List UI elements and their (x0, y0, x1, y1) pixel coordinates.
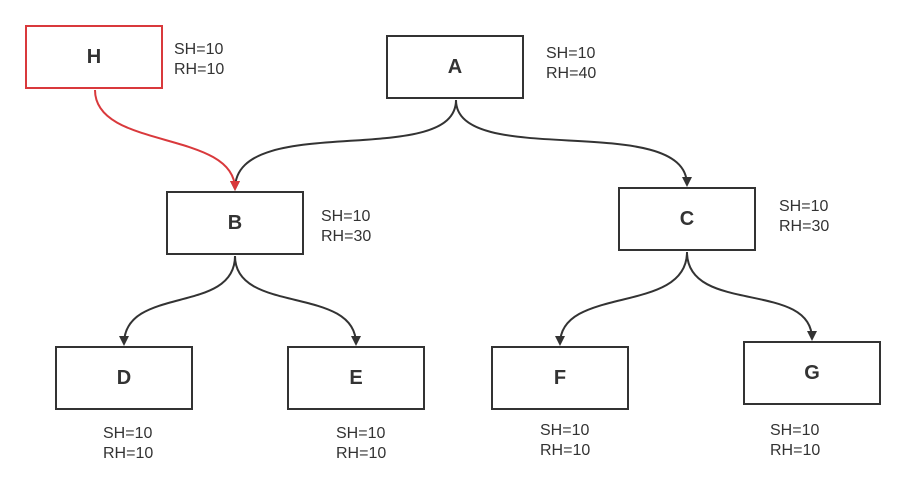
node-f: F (491, 346, 629, 410)
edge-a-to-c (455, 99, 692, 187)
node-a: A (386, 35, 524, 99)
node-g-rh: RH=10 (770, 442, 821, 459)
node-g-label: G (804, 361, 820, 384)
node-e: E (287, 346, 425, 410)
edge-a-to-b (230, 99, 457, 191)
node-g-sh: SH=10 (770, 422, 820, 439)
node-b: B (166, 191, 304, 255)
node-g-metrics: SH=10 RH=10 (770, 421, 820, 461)
node-c: C (618, 187, 756, 251)
node-a-sh: SH=10 (546, 45, 596, 62)
node-f-sh: SH=10 (540, 422, 590, 439)
node-h-metrics: SH=10 RH=10 (174, 40, 224, 80)
node-h: H (25, 25, 163, 89)
node-c-sh: SH=10 (779, 198, 829, 215)
node-a-label: A (447, 55, 463, 78)
node-c-rh: RH=30 (779, 218, 830, 235)
node-e-metrics: SH=10 RH=10 (336, 424, 386, 464)
node-f-label: F (553, 366, 567, 389)
node-b-metrics: SH=10 RH=30 (321, 207, 371, 247)
node-a-rh: RH=40 (546, 65, 597, 82)
node-d: D (55, 346, 193, 410)
node-e-label: E (349, 366, 363, 389)
node-b-label: B (227, 211, 243, 234)
node-f-rh: RH=10 (540, 442, 591, 459)
node-f-metrics: SH=10 RH=10 (540, 421, 590, 461)
node-c-label: C (679, 207, 695, 230)
edge-c-to-g (686, 251, 817, 341)
node-h-sh: SH=10 (174, 41, 224, 58)
node-d-sh: SH=10 (103, 425, 153, 442)
node-b-sh: SH=10 (321, 208, 371, 225)
node-d-rh: RH=10 (103, 445, 154, 462)
edge-b-to-e (234, 255, 361, 346)
node-d-label: D (116, 366, 132, 389)
edge-b-to-d (119, 255, 236, 346)
edge-c-to-f (555, 251, 688, 346)
edge-h-to-b (94, 89, 240, 191)
node-e-rh: RH=10 (336, 445, 387, 462)
node-a-metrics: SH=10 RH=40 (546, 44, 596, 84)
node-e-sh: SH=10 (336, 425, 386, 442)
node-h-label: H (86, 45, 102, 68)
node-d-metrics: SH=10 RH=10 (103, 424, 153, 464)
node-b-rh: RH=30 (321, 228, 372, 245)
node-h-rh: RH=10 (174, 61, 225, 78)
node-g: G (743, 341, 881, 405)
node-c-metrics: SH=10 RH=30 (779, 197, 829, 237)
